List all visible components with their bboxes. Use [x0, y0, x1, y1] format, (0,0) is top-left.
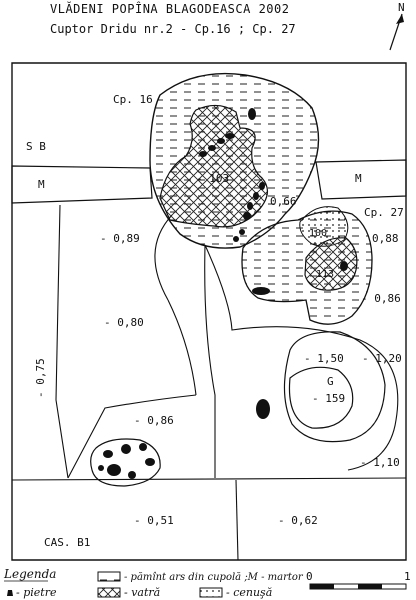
stone-cluster — [98, 443, 155, 479]
depth-bottom-right: - 1,10 — [360, 456, 400, 469]
depth-bottom-left-strip: - 0,51 — [134, 514, 174, 527]
witness-block-left — [11, 165, 153, 204]
depth-oven27-hearth: 113 — [316, 269, 334, 280]
legend-earth-swatch — [97, 571, 121, 582]
trench-outline — [11, 62, 407, 561]
section-sb-label: S B — [26, 140, 46, 153]
depth-stones-area: - 0,86 — [134, 414, 174, 427]
oven16-hearth — [159, 104, 269, 228]
legend-ash-label: - cenuşă — [226, 586, 272, 599]
legend: Legenda - pămînt ars din cupolă ;M - mar… — [3, 567, 304, 599]
plan-title: VLĂDENI POPÎNA BLAGODEASCA 2002 — [50, 1, 289, 16]
legend-earth-label: - pămînt ars din cupolă ;M - martor — [124, 572, 304, 583]
plan-subtitle: Cuptor Dridu nr.2 - Cp.16 ; Cp. 27 — [50, 22, 296, 36]
stones — [199, 108, 348, 419]
depth-oven16-edge: 0,66 — [270, 195, 297, 208]
legend-hearth-swatch — [97, 587, 121, 598]
scale-bar: 0 1 — [306, 570, 411, 590]
stone-cluster-outline — [90, 438, 161, 487]
oven16-label: Cp. 16 — [113, 93, 153, 106]
depth-oven27-upper: 100 — [309, 228, 327, 239]
depth-right-lower: - 0,86 — [361, 292, 401, 305]
oven27-label: Cp. 27 — [364, 206, 404, 219]
section-cas-label: CAS. B1 — [44, 536, 90, 549]
depth-left-vertical: - 0,75 — [34, 358, 47, 398]
legend-stone-icon — [7, 590, 13, 596]
legend-ash-swatch — [199, 587, 223, 598]
depth-pit-outer: - 1,20 — [362, 352, 402, 365]
scale-start-label: 0 — [306, 570, 313, 583]
pit-g — [283, 331, 386, 443]
legend-hearth-label: - vatră — [124, 586, 160, 599]
depth-pit-bottom: - 159 — [312, 392, 345, 405]
depth-left-upper: - 0,89 — [100, 232, 140, 245]
section-boundaries — [11, 204, 407, 561]
pit-g-label: G — [327, 375, 334, 388]
legend-stones-label: - pietre — [16, 586, 57, 599]
depth-left-middle: - 0,80 — [104, 316, 144, 329]
depth-oven16-hearth: - 103 — [196, 172, 229, 185]
oven27-hearth — [304, 237, 358, 291]
witness-left-label: M — [38, 178, 45, 191]
north-label: N — [398, 1, 405, 14]
witness-right-label: M — [355, 172, 362, 185]
witness-block-right — [315, 159, 407, 200]
legend-title: Legenda — [3, 567, 56, 581]
depth-bottom-right-strip: - 0,62 — [278, 514, 318, 527]
depth-pit-rim: - 1,50 — [304, 352, 344, 365]
north-arrow-icon — [389, 13, 404, 51]
depth-right-upper: 0,88 — [372, 232, 399, 245]
scale-end-label: 1 — [404, 570, 411, 583]
